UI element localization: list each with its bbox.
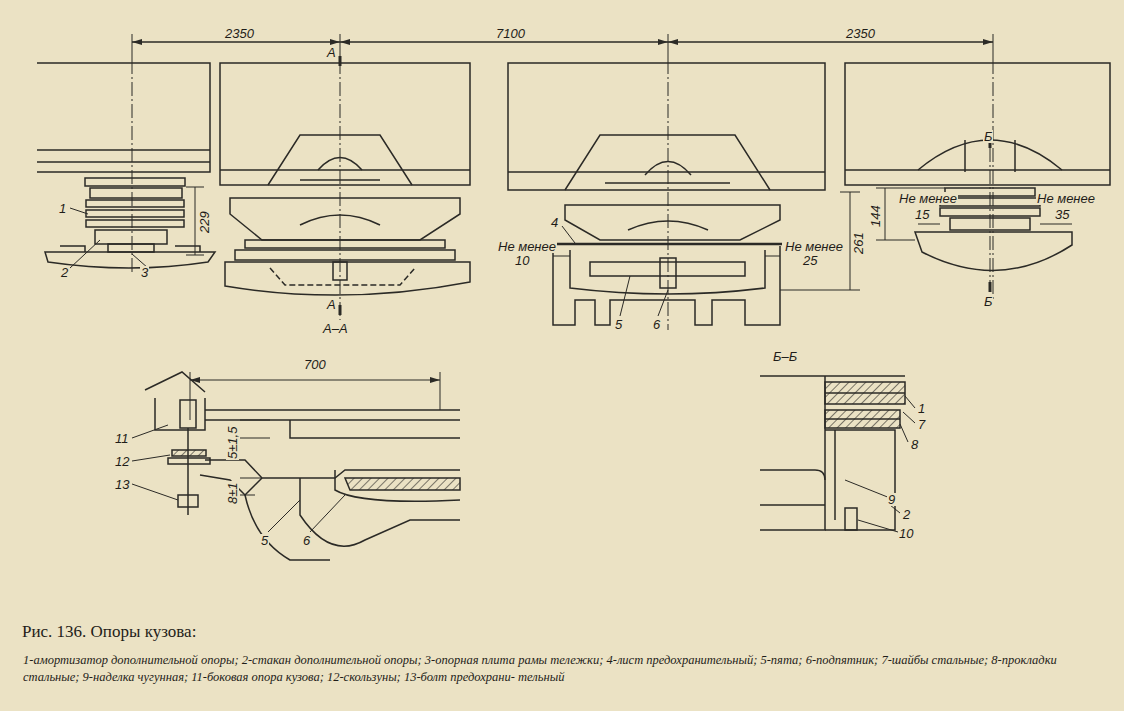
callout-number: 1 (58, 202, 67, 215)
callout-number: 2 (60, 266, 69, 279)
dimension-label: 144 (869, 204, 882, 228)
caption-key: 1-амортизатор дополнительной опоры; 2-ст… (22, 652, 1109, 686)
callout-number: 2 (902, 508, 911, 521)
callout-number: 8 (910, 438, 919, 451)
dimension-label: 15 (914, 208, 930, 221)
callout-number: 5 (614, 318, 623, 331)
clearance-note: Не менее (898, 192, 958, 205)
figure-caption: Рис. 136. Опоры кузова: (22, 622, 196, 642)
callout-number: 9 (887, 493, 896, 506)
dimension-label: 8±1 (226, 481, 239, 505)
dimension-label: 7100 (495, 27, 526, 40)
dimension-label: 261 (852, 231, 865, 255)
callout-number: 4 (550, 216, 559, 229)
section-title: А–А (322, 322, 349, 335)
clearance-note: Не менее (784, 240, 844, 253)
callout-number: 10 (898, 527, 914, 540)
callout-number: 3 (140, 266, 149, 279)
callout-number: 6 (302, 534, 311, 547)
dimension-label: 35 (1054, 208, 1070, 221)
dimension-label: 10 (514, 254, 530, 267)
dimension-label: 25 (802, 254, 818, 267)
section-mark: Б (983, 295, 993, 308)
clearance-note: Не менее (1036, 192, 1096, 205)
callout-number: 7 (917, 418, 926, 431)
dimension-label: 229 (198, 210, 211, 234)
section-mark: А (326, 46, 337, 59)
callout-number: 6 (652, 318, 661, 331)
dimension-label: 2350 (845, 27, 876, 40)
callout-number: 1 (917, 402, 926, 415)
callout-number: 12 (114, 455, 130, 468)
callout-number: 11 (114, 432, 130, 445)
section-title: Б–Б (772, 350, 798, 363)
callout-number: 13 (114, 478, 130, 491)
section-mark: Б (983, 130, 993, 143)
dimension-label: 700 (303, 358, 327, 371)
dimension-label: 5±1,5 (226, 426, 239, 460)
clearance-note: Не менее (497, 240, 557, 253)
dimension-label: 2350 (224, 27, 255, 40)
callout-number: 5 (260, 534, 269, 547)
section-mark: А (326, 298, 337, 311)
